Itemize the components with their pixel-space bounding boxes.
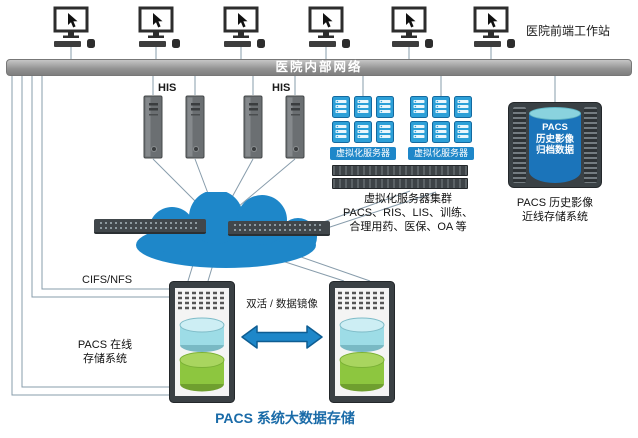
archive-line3: 归档数据 xyxy=(535,145,574,156)
disk-shelf-icon xyxy=(584,107,597,183)
his-server-tower-icon xyxy=(143,95,163,159)
vm-server-icon xyxy=(454,96,472,118)
vm-archive-connectors xyxy=(362,75,556,102)
nearline-storage-caption: PACS 历史影像 近线存储系统 xyxy=(505,196,605,224)
online-storage-server-icon xyxy=(169,281,235,403)
page-title: PACS 系统大数据存储 xyxy=(215,410,355,426)
his-server-tower-icon xyxy=(243,95,263,159)
vm-server-icon xyxy=(376,96,394,118)
online-storage-server-icon xyxy=(329,281,395,403)
vm-server-icon xyxy=(332,121,350,143)
workstation-icon xyxy=(222,6,267,50)
his-server-tower-icon xyxy=(285,95,305,159)
online-caption-line1: PACS 在线 xyxy=(77,339,133,351)
vm-cluster-rack-icon xyxy=(332,165,468,176)
vm-server-icon xyxy=(432,121,450,143)
cylinder-top xyxy=(529,107,581,120)
workstation-icon xyxy=(137,6,182,50)
archive-line1: PACS xyxy=(542,122,568,133)
rack-to-cloud-connectors xyxy=(317,190,437,230)
archive-cylinder-text: PACS 历史影像 归档数据 xyxy=(528,122,582,157)
nearline-caption-line1: PACS 历史影像 xyxy=(516,197,594,209)
cylinder-body xyxy=(529,113,581,183)
vm-server-icon xyxy=(332,96,350,118)
workstation-icon xyxy=(307,6,352,50)
vm-cluster-apps-line1: PACS、RIS、LIS、训练、 xyxy=(343,207,473,219)
network-switch-icon xyxy=(94,219,206,234)
online-caption-line2: 存储系统 xyxy=(83,353,127,365)
mirror-label: 双活 / 数据镜像 xyxy=(246,298,318,310)
his-label-right: HIS xyxy=(272,82,291,94)
vm-group1-label: 虚拟化服务器 xyxy=(330,147,396,160)
workstation-icon xyxy=(390,6,435,50)
vm-server-icon xyxy=(432,96,450,118)
bidirectional-arrow-icon xyxy=(241,325,323,349)
nearline-storage-array-icon: PACS 历史影像 归档数据 xyxy=(508,102,602,188)
vm-server-icon xyxy=(376,121,394,143)
left-routing-connectors xyxy=(11,75,169,396)
vm-cluster-rack-icon xyxy=(332,178,468,189)
archive-line2: 历史影像 xyxy=(535,133,574,145)
online-storage-caption: PACS 在线 存储系统 xyxy=(62,338,148,366)
nearline-caption-line2: 近线存储系统 xyxy=(522,211,588,223)
network-switch-icon xyxy=(228,221,330,236)
vm-server-icon xyxy=(454,121,472,143)
his-server-tower-icon xyxy=(185,95,205,159)
vm-cluster-title: 虚拟化服务器集群 xyxy=(364,193,452,205)
vm-server-icon xyxy=(354,96,372,118)
vm-server-icon xyxy=(410,96,428,118)
frontend-workstation-label: 医院前端工作站 xyxy=(526,24,611,38)
vm-cluster-apps-line2: 合理用药、医保、OA 等 xyxy=(349,221,467,233)
vm-server-icon xyxy=(354,121,372,143)
internal-network-label: 医院内部网络 xyxy=(275,60,363,74)
disk-shelf-icon xyxy=(513,107,526,183)
vm-cluster-caption: 虚拟化服务器集群 PACS、RIS、LIS、训练、 合理用药、医保、OA 等 xyxy=(338,192,478,234)
vm-group2-label: 虚拟化服务器 xyxy=(408,147,474,160)
workstation-connectors xyxy=(70,46,492,60)
vm-server-icon xyxy=(410,121,428,143)
workstation-icon xyxy=(472,6,517,50)
his-connectors xyxy=(152,75,296,95)
cifs-nfs-label: CIFS/NFS xyxy=(82,274,133,286)
his-label-left: HIS xyxy=(158,82,177,94)
internal-network-bar: 医院内部网络 xyxy=(6,59,632,76)
archive-data-cylinder-icon: PACS 历史影像 归档数据 xyxy=(528,107,582,183)
workstation-icon xyxy=(52,6,97,50)
